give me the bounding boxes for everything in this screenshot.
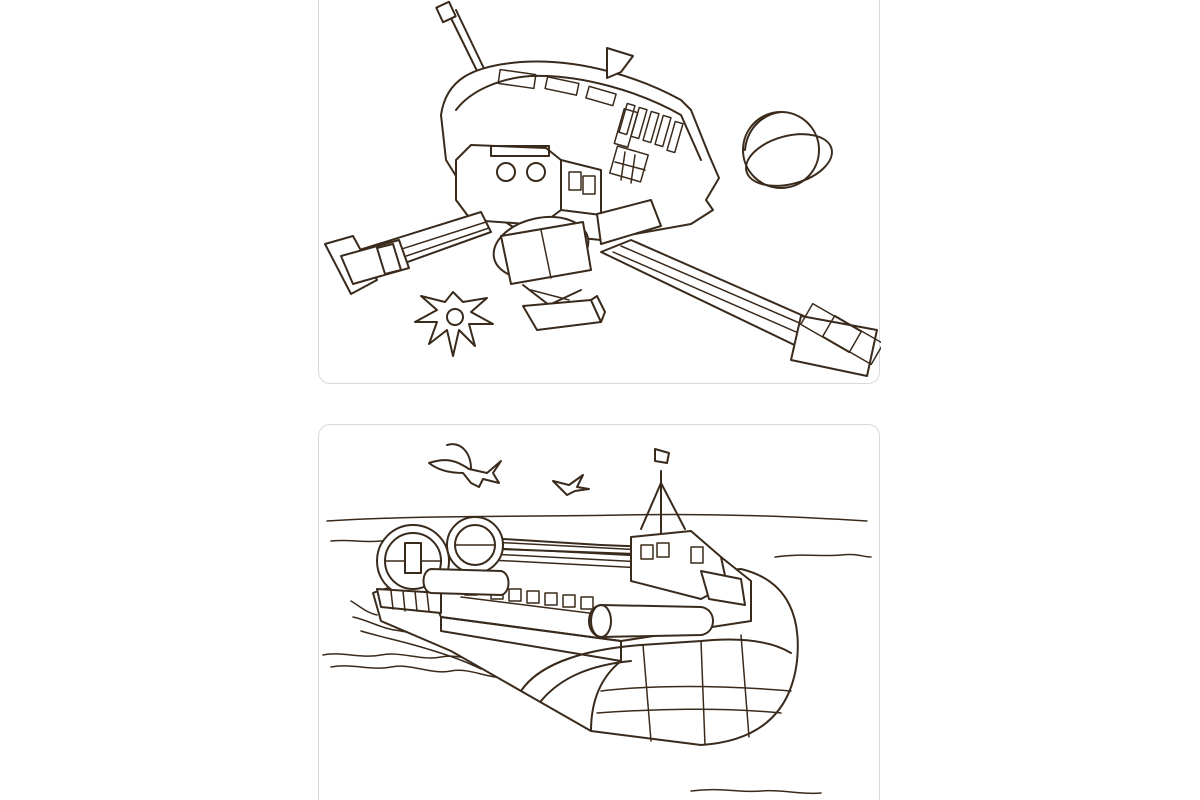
right-boom	[600, 239, 881, 377]
left-boom	[324, 211, 492, 295]
side-tank	[588, 604, 714, 638]
star-burst	[414, 291, 494, 357]
dish-slots	[497, 68, 684, 184]
sea-horizon	[322, 513, 872, 795]
hovercraft-drawing	[322, 443, 872, 795]
seagull-small	[552, 474, 590, 496]
wheelhouse	[630, 448, 746, 606]
engine-pod	[422, 568, 510, 596]
propeller-fans	[376, 516, 504, 614]
space-probe-panel	[318, 0, 881, 384]
saturn-planet	[742, 111, 833, 189]
seagull-large	[428, 443, 502, 488]
hovercraft-panel	[318, 424, 880, 800]
space-probe-drawing	[324, 0, 881, 377]
probe-thruster	[492, 199, 662, 331]
